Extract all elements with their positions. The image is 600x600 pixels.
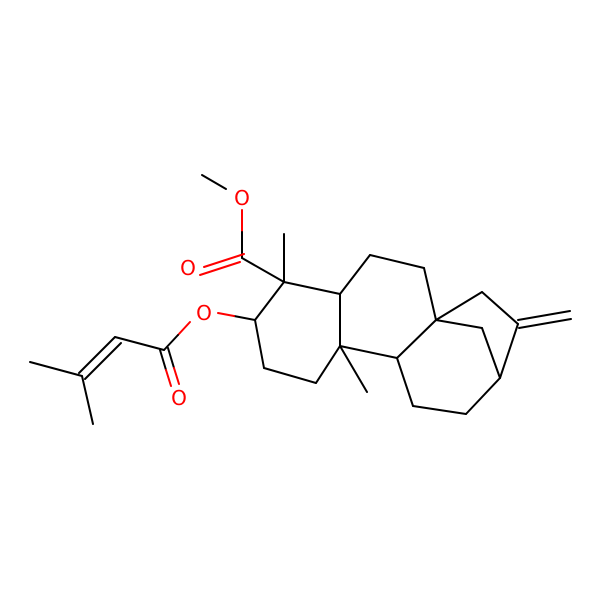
oxygen-atom-ester-link: O <box>196 301 212 325</box>
bond-carbonyl-double-2 <box>199 261 241 276</box>
bond-c4-c5 <box>283 281 341 295</box>
bond-beta-methyl-2 <box>81 375 94 425</box>
bond-c8-c15 <box>435 291 483 321</box>
bond-alpha-beta-2 <box>84 342 122 380</box>
bond-c3-c2 <box>254 319 265 369</box>
bond-c7-c8 <box>423 267 437 321</box>
oxygen-label-bg <box>193 302 215 324</box>
bond-methyl-o <box>201 174 227 190</box>
bond-c1-c10 <box>315 345 341 384</box>
bond-o-acylc-red <box>177 321 191 336</box>
bond-acylc-o-double-1-black <box>159 349 167 371</box>
bond-c3-o-red <box>217 312 235 317</box>
bond-alpha-beta-1 <box>78 336 116 374</box>
bond-acylc-alpha <box>114 336 165 351</box>
bond-c13-c14 <box>481 327 501 379</box>
bond-c8-c9 <box>396 319 437 359</box>
bond-acylc-o-double-1-red <box>165 369 172 387</box>
bond-c3-o-black <box>233 315 256 321</box>
bond-c10-methyl <box>339 345 368 393</box>
bond-exo-methylene-1 <box>517 310 571 321</box>
bond-carbonylc-c4 <box>241 257 285 283</box>
oxygen-atom-senecioyl-carbonyl: O <box>171 386 187 410</box>
bond-c4-c3 <box>254 281 285 321</box>
bond-c6-c7 <box>369 254 425 269</box>
bond-exo-methylene-2 <box>518 318 572 329</box>
bond-carbonyl-double-1 <box>203 253 245 268</box>
bond-c12-c13 <box>465 377 501 415</box>
oxygen-atom-carbonyl: O <box>180 256 196 280</box>
bond-o-acylc-black <box>163 334 179 351</box>
bond-c5-c6 <box>339 254 371 295</box>
bond-beta-methyl-1 <box>29 361 83 377</box>
bond-c11-c12 <box>412 405 467 415</box>
oxygen-atom-methoxy: O <box>234 186 250 210</box>
bond-c9-c11 <box>396 357 414 407</box>
bond-acylc-o-double-2-red <box>173 367 180 385</box>
oxygen-label-bg <box>231 187 253 209</box>
bond-c9-c10 <box>339 345 398 359</box>
bond-acylc-o-double-2-black <box>167 347 175 369</box>
bond-c2-c1 <box>263 367 317 384</box>
oxygen-label-bg <box>168 387 190 409</box>
bond-c16-c13 <box>499 323 519 379</box>
bond-c14-c8 <box>435 319 483 329</box>
oxygen-label-bg <box>177 257 199 279</box>
bond-c15-c16 <box>481 291 519 325</box>
